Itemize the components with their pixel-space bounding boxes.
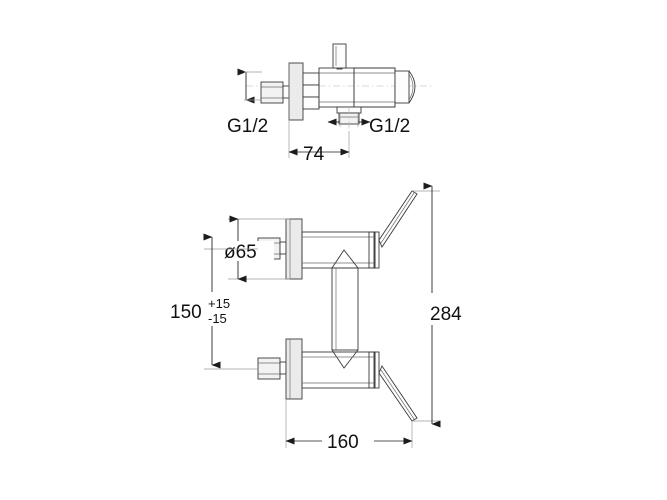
front-view-group: ø65 150 +15 -15 284 [166,182,462,453]
top-view-group: G1/2 G1/2 74 [227,43,432,165]
dim-150-tolerance-minus: -15 [208,311,227,326]
dim-150-label: 150 [170,302,202,323]
left-inlet-height-dim [237,68,262,104]
dim-150-group [166,233,258,370]
mixer-body-top [318,67,396,108]
dim-284-label: 284 [430,304,462,325]
dim-diameter65-label: ø65 [224,242,257,263]
dim-160-label: 160 [327,432,359,453]
lower-wall-flange [285,338,303,400]
lever-end-cap-top [394,70,416,104]
lever-stem-top [332,43,347,70]
dim-160-group [285,399,413,448]
upper-cartridge-cap [368,231,380,269]
handle-cap-top [353,67,396,108]
lower-lever-handle[interactable] [378,365,418,422]
dim-284-group [412,182,441,428]
upper-assembly [257,190,418,280]
left-wall-flange [288,62,304,121]
lower-riser-shoulder [331,349,359,369]
lower-assembly [257,338,418,422]
central-riser [331,267,359,351]
upper-body-arm [301,231,375,269]
outlet-thread-arrows [327,113,371,127]
inlet-union-segments [302,72,320,110]
left-inlet-connector [260,81,290,104]
lower-cartridge-cap [368,351,380,389]
lower-left-nipple [257,357,287,380]
dim-thread-left-label: G1/2 [227,116,268,137]
lower-body-arm [301,351,375,389]
dim-74-label: 74 [303,144,325,165]
dim-150-tolerance-plus: +15 [208,296,230,311]
outlet-spigot-top [336,106,362,131]
upper-riser-shoulder [331,249,359,269]
dim-74-group [288,120,350,158]
dim-thread-right-label: G1/2 [369,116,410,137]
upper-wall-flange [285,218,303,280]
upper-lever-handle[interactable] [378,190,418,248]
